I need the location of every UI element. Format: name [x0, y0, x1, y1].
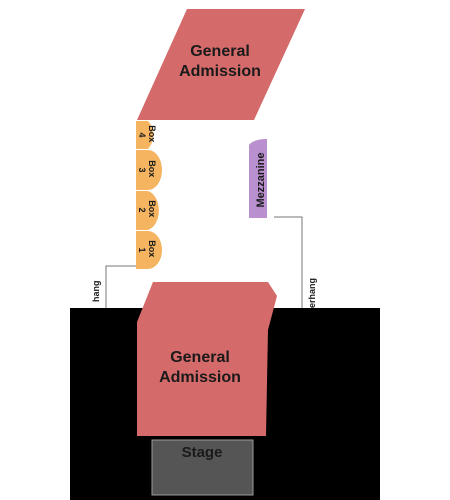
right-connector-line	[274, 216, 303, 308]
box-sections: Box 4 Box 3 Box 2 Box 1	[136, 121, 162, 269]
box-1-section[interactable]	[136, 231, 162, 269]
overhang-left-label: hang	[91, 281, 101, 303]
mezzanine-section[interactable]	[249, 138, 267, 218]
overhang-right-label: erhang	[307, 278, 317, 308]
stage	[151, 439, 254, 496]
box-2-section[interactable]	[136, 191, 159, 230]
box-3-section[interactable]	[136, 150, 162, 190]
general-admission-upper-section[interactable]	[137, 9, 305, 120]
box-4-section[interactable]	[136, 121, 154, 149]
general-admission-lower-section[interactable]	[137, 282, 277, 436]
left-connector-line	[105, 265, 136, 308]
